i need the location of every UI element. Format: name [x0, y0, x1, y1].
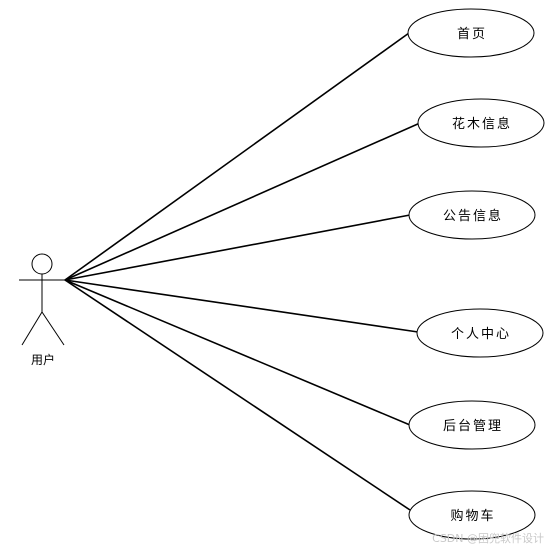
association-home	[64, 32, 410, 281]
actor-user: 用户	[19, 253, 65, 367]
use-case-backend-management: 后台管理	[408, 400, 536, 450]
use-case-label: 购物车	[450, 508, 495, 524]
use-case-label: 个人中心	[451, 327, 511, 342]
actor-left-leg	[21, 311, 43, 346]
association-personal-center	[64, 279, 419, 333]
association-lines	[64, 32, 421, 511]
use-case-ellipse	[407, 8, 535, 58]
actor-right-leg	[41, 311, 65, 346]
use-case-ellipse	[408, 400, 536, 450]
watermark-text: CSDN @困兜软件设计	[432, 531, 544, 545]
use-case-ellipse	[408, 190, 536, 240]
association-announcement-info	[64, 214, 411, 281]
use-case-label: 公告信息	[443, 208, 503, 224]
actor-head	[31, 253, 53, 275]
use-case-personal-center: 个人中心	[416, 308, 544, 358]
use-case-label: 后台管理	[443, 419, 503, 434]
use-case-ellipse	[416, 308, 544, 358]
use-case-ellipse	[408, 490, 536, 540]
use-case-home: 首页	[407, 8, 535, 58]
actor-label: 用户	[31, 352, 55, 367]
use-case-announcement-info: 公告信息	[408, 190, 536, 240]
use-case-label: 花木信息	[452, 116, 512, 132]
use-case-shopping-cart: 购物车	[408, 490, 536, 540]
use-case-ellipse	[417, 98, 545, 148]
association-flower-info	[64, 122, 421, 281]
association-backend-management	[64, 279, 411, 426]
use-case-flower-info: 花木信息	[417, 98, 545, 148]
association-shopping-cart	[64, 279, 411, 511]
use-case-label: 首页	[457, 27, 487, 42]
